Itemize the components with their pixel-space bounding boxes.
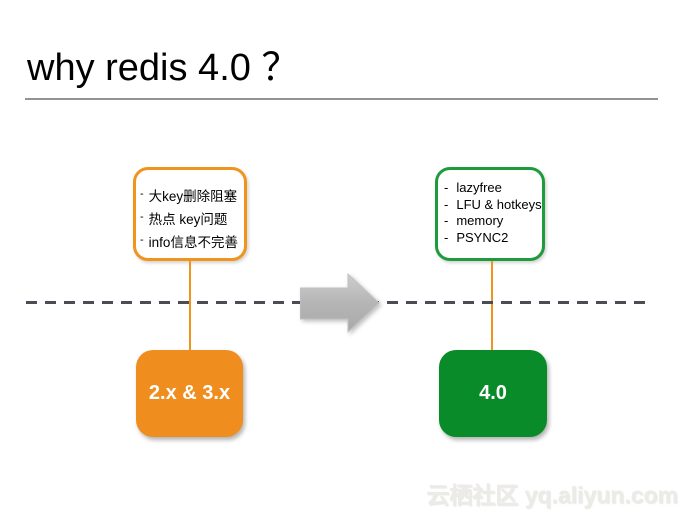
new-version-feature: LFU & hotkeys: [444, 197, 541, 214]
old-version-issue: 热点 key问题: [140, 209, 238, 232]
page-title: why redis 4.0 ？: [27, 47, 300, 89]
old-version-box: 2.x & 3.x: [136, 350, 243, 437]
new-version-callout: lazyfree LFU & hotkeys memory PSYNC2: [435, 167, 545, 261]
old-version-connector-line: [189, 261, 191, 351]
right-arrow-icon: [299, 272, 380, 334]
new-version-feature: PSYNC2: [444, 230, 538, 247]
new-version-box: 4.0: [439, 350, 547, 437]
new-version-feature: memory: [444, 213, 538, 230]
new-version-feature: lazyfree: [444, 180, 538, 197]
new-version-connector-line: [491, 261, 493, 351]
new-version-label: 4.0: [479, 382, 507, 404]
watermark: 云栖社区 yq.aliyun.com: [426, 482, 678, 508]
old-version-callout: 大key删除阻塞 热点 key问题 info信息不完善: [133, 167, 247, 261]
old-version-issue: 大key删除阻塞: [140, 186, 238, 209]
title-divider: [25, 98, 658, 100]
old-version-label: 2.x & 3.x: [148, 382, 231, 404]
old-version-issue: info信息不完善: [140, 232, 238, 255]
